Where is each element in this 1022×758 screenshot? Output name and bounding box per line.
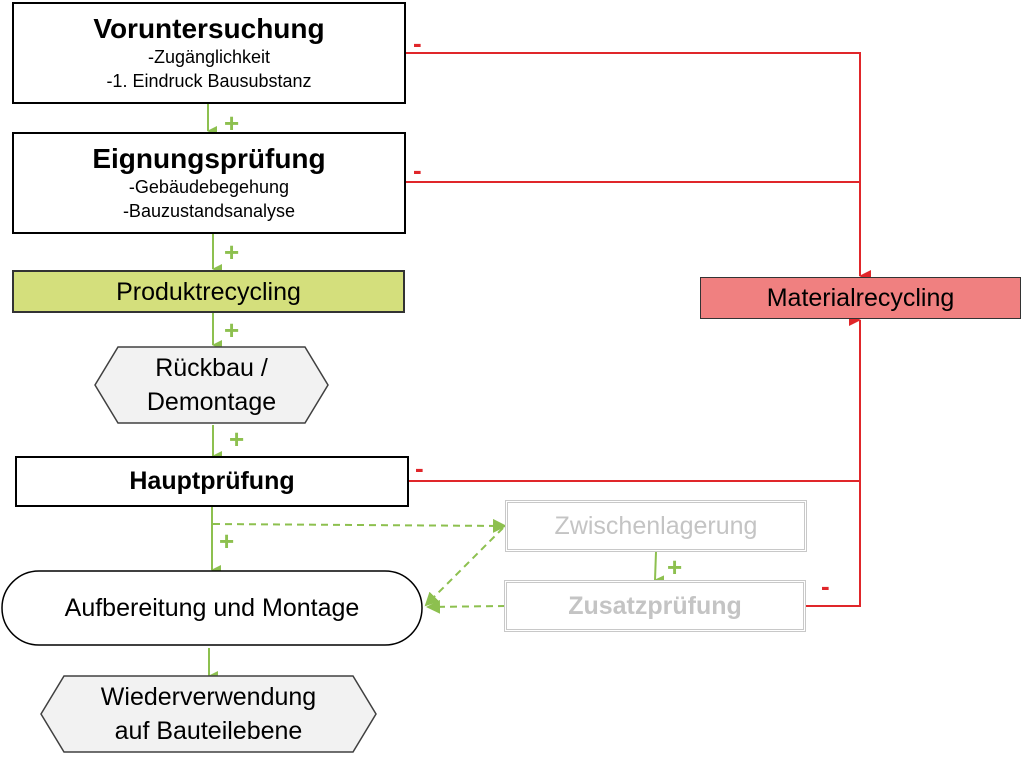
zwischenlagerung-box: Zwischenlagerung [505,500,807,552]
rueckbau-text: Rückbau / Demontage [95,347,328,423]
plus-sign: + [229,424,245,454]
minus-sign: - [415,453,424,483]
materialrecycling-label: Materialrecycling [766,284,955,312]
aufbereitung-label: Aufbereitung und Montage [64,594,360,622]
hauptpruefung-box: Hauptprüfung [15,456,409,507]
plus-sign: + [667,552,683,582]
plus-sign: + [224,237,240,267]
plus-sign: + [224,108,240,138]
zusatzpruefung-label: Zusatzprüfung [568,591,742,620]
zusatzpruefung-box: Zusatzprüfung [504,580,806,632]
eignungspruefung-title: Eignungsprüfung [92,143,326,174]
voruntersuchung-box: Voruntersuchung -Zugänglichkeit -1. Eind… [12,2,406,104]
arrow-zwischenlagerung-to-zusatz [654,551,665,586]
produktrecycling-label: Produktrecycling [116,277,301,306]
aufbereitung-shape [1,570,423,646]
eignungspruefung-item: -Bauzustandsanalyse [122,201,296,221]
zwischenlagerung-label: Zwischenlagerung [554,511,758,540]
minus-sign: - [821,571,830,601]
red-line-zusatz [805,314,861,607]
eignungspruefung-item: -Gebäudebegehung [128,177,290,197]
minus-sign: - [413,155,422,185]
wiederverwendung-line: Wiederverwendung [100,683,317,711]
rueckbau-line: Demontage [146,388,277,416]
rueckbau-shape [94,346,329,424]
wiederverwendung-text: Wiederverwendung auf Bauteilebene [41,676,376,752]
dashed-arrow-to-zwischenlagerung [212,518,507,533]
rueckbau-line: Rückbau / [155,354,268,382]
voruntersuchung-item: -1. Eindruck Bausubstanz [106,71,312,91]
voruntersuchung-item: -Zugänglichkeit [147,47,271,67]
minus-sign: - [413,28,422,58]
plus-sign: + [219,526,235,556]
eignungspruefung-box: Eignungsprüfung -Gebäudebegehung -Bauzus… [12,132,406,234]
wiederverwendung-shape [40,675,377,753]
aufbereitung-text: Aufbereitung und Montage [2,571,422,645]
voruntersuchung-title: Voruntersuchung [93,13,325,44]
red-line-voruntersuchung [405,52,871,282]
produktrecycling-box: Produktrecycling [12,270,405,313]
dashed-arrow-zusatz-to-aufbereitung [426,599,506,614]
wiederverwendung-line: auf Bauteilebene [114,717,303,745]
dashed-arrow-zwischenlagerung-to-aufbereitung [424,527,504,607]
materialrecycling-box: Materialrecycling [700,277,1021,319]
hauptpruefung-label: Hauptprüfung [129,467,295,495]
plus-sign: + [224,315,240,345]
